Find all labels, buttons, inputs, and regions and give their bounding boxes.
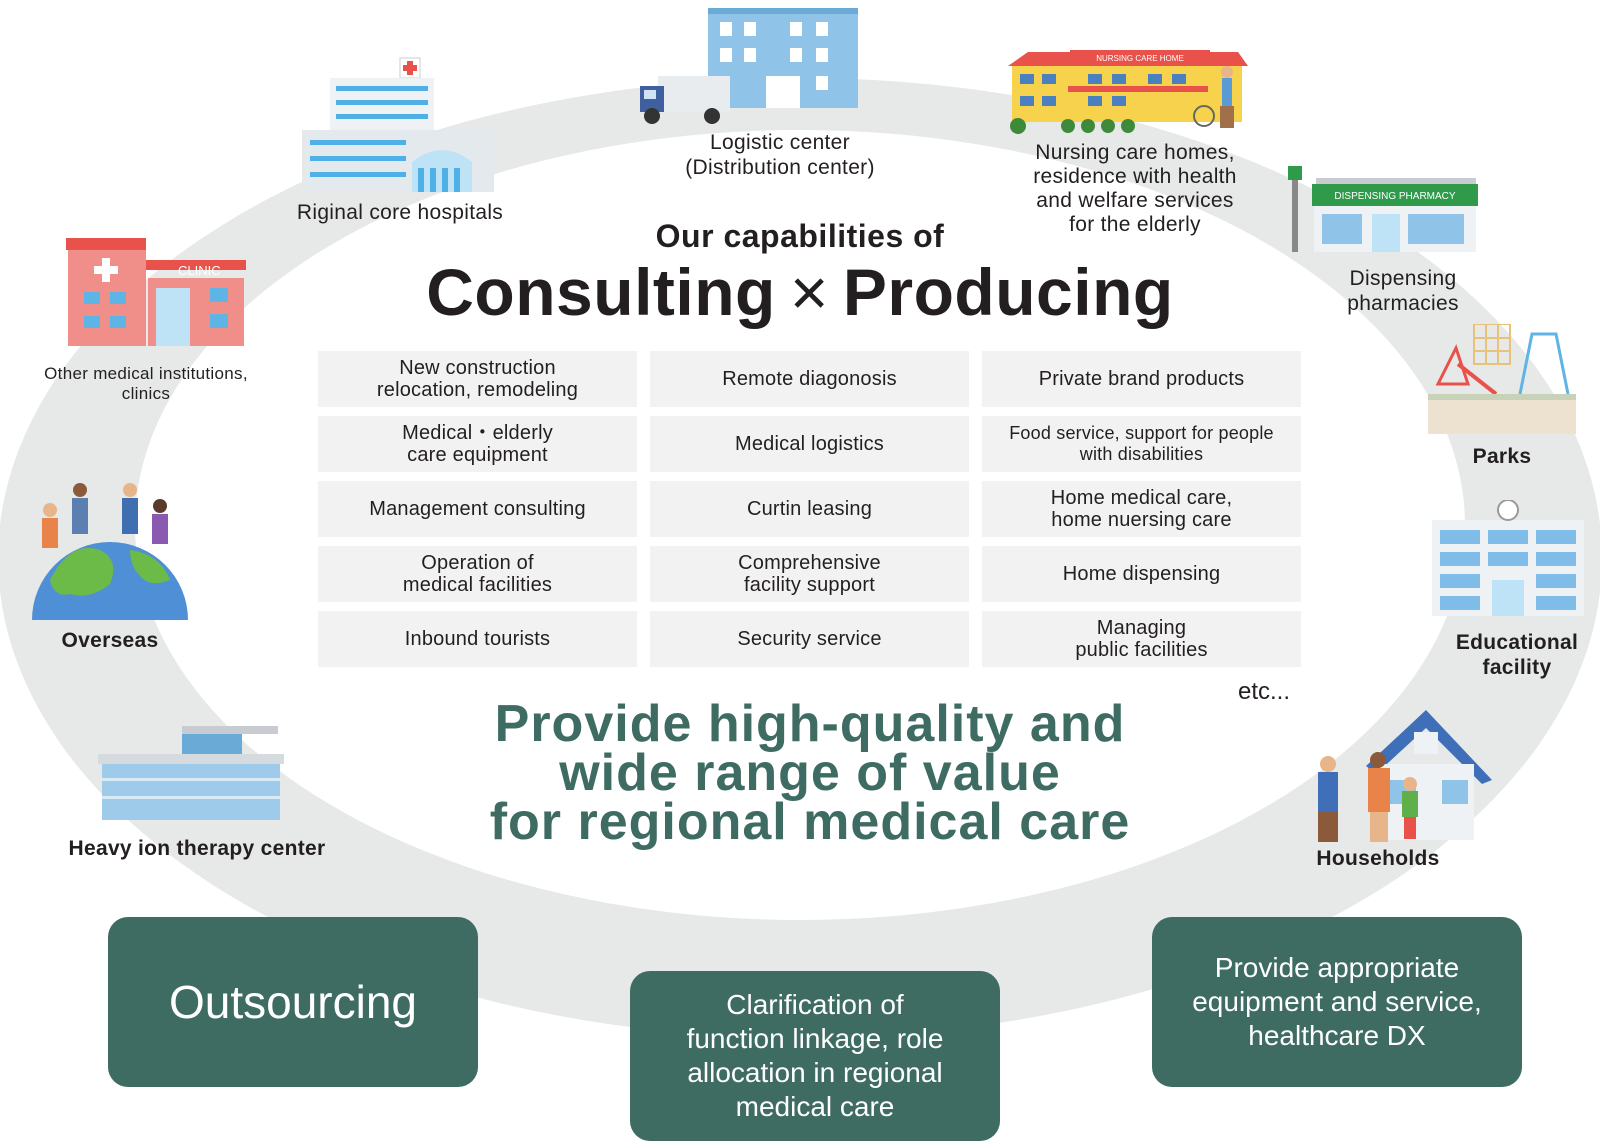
service-cell: New construction relocation, remodeling xyxy=(318,351,637,407)
producing-word: Producing xyxy=(842,255,1174,329)
capabilities-intro: Our capabilities of xyxy=(655,218,945,254)
clinic-sign: CLINIC xyxy=(178,263,221,278)
globe-illustration xyxy=(32,483,188,620)
consulting-word: Consulting xyxy=(426,255,776,329)
pharmacy-sign: DISPENSING PHARMACY xyxy=(1334,191,1455,202)
hospitals-label: Riginal core hospitals xyxy=(296,201,504,224)
service-cell: Medical logistics xyxy=(650,416,969,472)
overseas-label: Overseas xyxy=(61,629,159,652)
household-illustration xyxy=(1318,710,1492,842)
park-illustration xyxy=(1428,324,1576,434)
educational-facility-label: Educational facility xyxy=(1455,631,1579,679)
logistic-center-illustration xyxy=(640,8,858,124)
etc-note: etc... xyxy=(1238,678,1291,705)
service-cell: Managing public facilities xyxy=(982,611,1301,667)
service-cell: Home medical care, home nuersing care xyxy=(982,481,1301,537)
times-symbol: × xyxy=(789,255,829,329)
logistic-center-label: Logistic center (Distribution center) xyxy=(685,131,875,179)
service-cell: Comprehensive facility support xyxy=(650,546,969,602)
heavy-ion-center-label: Heavy ion therapy center xyxy=(68,837,326,860)
provide-services-box: Provide appropriate equipment and servic… xyxy=(1152,917,1522,1087)
pharmacy-illustration: DISPENSING PHARMACY xyxy=(1288,166,1478,252)
households-label: Households xyxy=(1316,847,1440,870)
hospital-illustration xyxy=(302,57,494,192)
clinics-label: Other medical institutions, clinics xyxy=(44,364,248,403)
pharmacies-label: Dispensing pharmacies xyxy=(1347,267,1459,315)
service-cell: Food service, support for people with di… xyxy=(982,416,1301,472)
nursing-home-sign: NURSING CARE HOME xyxy=(1096,54,1184,63)
service-cell: Management consulting xyxy=(318,481,637,537)
service-cell: Curtin leasing xyxy=(650,481,969,537)
parks-label: Parks xyxy=(1472,445,1532,468)
outsourcing-box: Outsourcing xyxy=(108,917,478,1087)
school-illustration xyxy=(1432,500,1584,616)
service-cell: Medical・elderly care equipment xyxy=(318,416,637,472)
service-grid: New construction relocation, remodeling … xyxy=(318,351,1301,667)
clinic-illustration: CLINIC xyxy=(66,238,246,346)
service-cell: Private brand products xyxy=(982,351,1301,407)
capabilities-title: Consulting×Producing xyxy=(380,252,1220,332)
nursing-home-label: Nursing care homes, residence with healt… xyxy=(1033,141,1237,236)
service-cell: Inbound tourists xyxy=(318,611,637,667)
service-cell: Remote diagonosis xyxy=(650,351,969,407)
service-cell: Home dispensing xyxy=(982,546,1301,602)
service-cell: Operation of medical facilities xyxy=(318,546,637,602)
nursing-home-illustration: NURSING CARE HOME xyxy=(1008,50,1248,134)
service-cell: Security service xyxy=(650,611,969,667)
heavy-ion-center-illustration xyxy=(98,726,284,820)
clarification-box: Clarification of function linkage, role … xyxy=(630,971,1000,1141)
value-message: Provide high-quality and wide range of v… xyxy=(489,695,1131,851)
